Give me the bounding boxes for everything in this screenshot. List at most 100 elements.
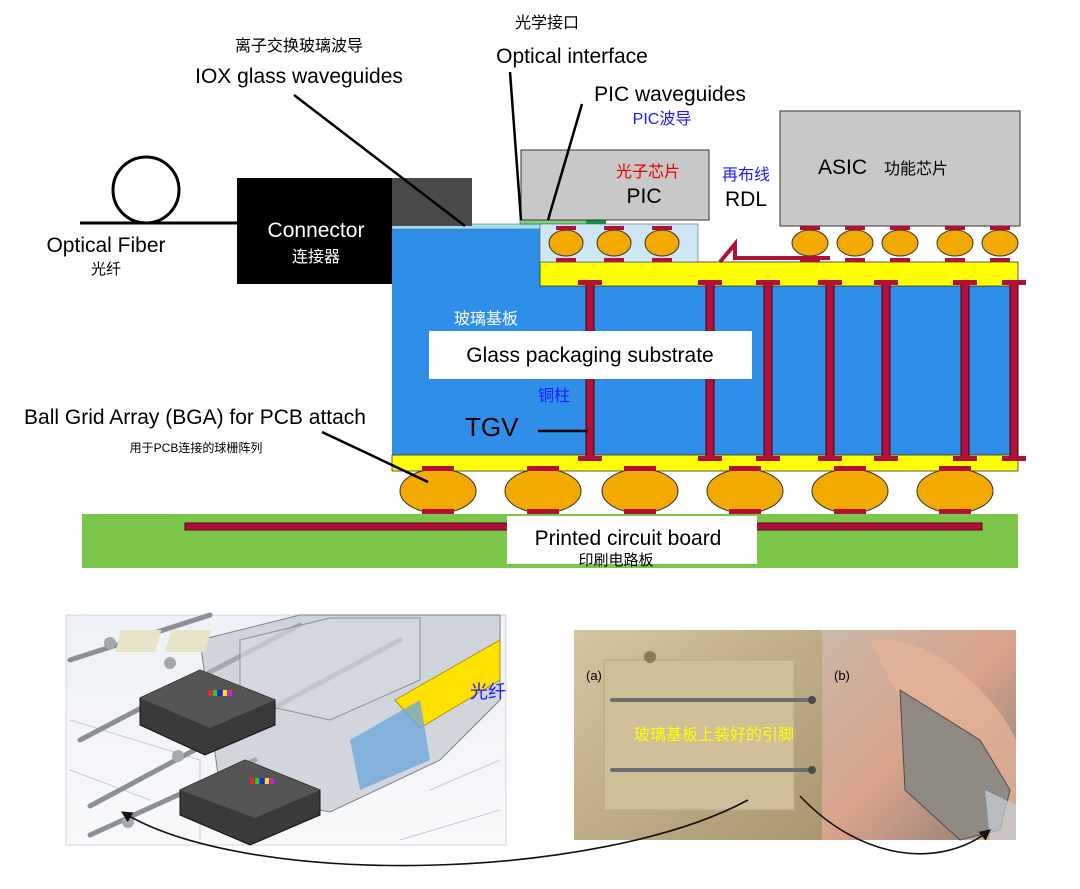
via-bottom-pad [953, 456, 977, 461]
asic-bump [881, 229, 919, 257]
via-top-pad [1002, 280, 1026, 285]
asic-label-zh: 功能芯片 [884, 160, 948, 178]
pic-bump-pad [556, 258, 576, 262]
via-bottom-pad [818, 456, 842, 461]
pic-bump [548, 229, 584, 257]
pic-bump-pad [604, 258, 624, 262]
fiber-label-zh: 光纤 [91, 261, 121, 278]
asic-bump-pad [845, 226, 865, 230]
asic-bump [836, 229, 874, 257]
bga-pad [422, 509, 454, 514]
arrow-to-cad [121, 799, 749, 867]
optical-interface-leader [508, 71, 523, 221]
tgv-via [960, 281, 970, 461]
via-bottom-pad [698, 456, 722, 461]
bga-ball [706, 468, 784, 514]
fiber-label-en: Optical Fiber [46, 234, 165, 257]
pic-bump-pad [652, 258, 672, 262]
bga-pad [624, 466, 656, 471]
bga-pad [624, 509, 656, 514]
via-top-pad [874, 280, 898, 285]
bga-pad [729, 466, 761, 471]
pic-bump-pad [556, 226, 576, 230]
via-top-pad [578, 280, 602, 285]
via-bottom-pad [1002, 456, 1026, 461]
asic-bump [936, 229, 974, 257]
pic-chip [520, 149, 710, 221]
via-bottom-pad [578, 456, 602, 461]
asic-bump-pad [800, 226, 820, 230]
panel-a-label: (a) [586, 668, 602, 683]
bump-group [399, 226, 1019, 514]
bga-pad [939, 509, 971, 514]
asic-chip [779, 110, 1021, 227]
pcb-label-zh: 印刷电路板 [578, 551, 653, 569]
bga-label-en: Ball Grid Array (BGA) for PCB attach [24, 406, 366, 429]
pic-bump-pad [604, 226, 624, 230]
photo-caption: 玻璃基板上装好的引脚 [634, 726, 794, 744]
pic-label-zh: 光子芯片 [616, 163, 680, 181]
bga-pad [527, 509, 559, 514]
tgv-via [763, 281, 773, 461]
via-top-pad [953, 280, 977, 285]
pic-label-en: PIC [626, 185, 661, 208]
iox-label-en: IOX glass waveguides [195, 65, 403, 88]
bga-ball [399, 468, 477, 514]
bga-pad [527, 466, 559, 471]
photo-panel-a: (a) 玻璃基板上装好的引脚 [574, 630, 822, 840]
cad-fiber-label: 光纤 [470, 682, 506, 702]
bga-pad [422, 466, 454, 471]
tgv-label: TGV [465, 412, 519, 442]
glass-substrate-label-box [429, 331, 752, 379]
bga-ball [811, 468, 889, 514]
bga-pad [834, 509, 866, 514]
via-bottom-pad [874, 456, 898, 461]
pcb-label-en: Printed circuit board [535, 527, 722, 550]
optical-interface-zh: 光学接口 [515, 14, 579, 32]
asic-bump-pad [890, 226, 910, 230]
asic-bump [981, 229, 1019, 257]
bga-leader [321, 430, 429, 484]
pic-waveguides-zh: PIC波导 [633, 110, 692, 128]
pic-bump [596, 229, 632, 257]
asic-bump [791, 229, 829, 257]
fiber-loop [111, 155, 181, 225]
cad-render: 光纤 [65, 612, 507, 846]
optical-interface-en: Optical interface [496, 45, 648, 68]
pic-bump [644, 229, 680, 257]
pcb-label-box [507, 516, 757, 564]
glass-substrate-en: Glass packaging substrate [466, 344, 713, 367]
iox-leader [293, 94, 466, 227]
pic-waveguides-leader [546, 103, 584, 221]
panel-b-label: (b) [834, 668, 850, 683]
tgv-via [825, 281, 835, 461]
via-bottom-pad [756, 456, 780, 461]
arrow-to-photo-b [799, 795, 991, 855]
asic-bump-pad [945, 226, 965, 230]
connector-label-zh: 连接器 [292, 248, 340, 266]
asic-bump-pad [945, 258, 965, 262]
bga-ball [916, 468, 994, 514]
bga-ball [504, 468, 582, 514]
rdl-trace [718, 238, 830, 264]
connector-label-en: Connector [268, 219, 365, 242]
via-top-pad [756, 280, 780, 285]
rdl-label-en: RDL [725, 188, 767, 211]
connector-body [237, 178, 392, 284]
asic-bump-pad [990, 258, 1010, 262]
bga-label-zh: 用于PCB连接的球栅阵列 [130, 440, 263, 455]
bga-pad [729, 509, 761, 514]
copper-pillar-zh: 铜柱 [538, 387, 570, 405]
pic-bump-pad [652, 226, 672, 230]
bga-pad [834, 466, 866, 471]
asic-bump-pad [890, 258, 910, 262]
asic-bump-pad [845, 258, 865, 262]
asic-bump-pad [990, 226, 1010, 230]
via-top-pad [818, 280, 842, 285]
iox-label-zh: 离子交换玻璃波导 [235, 37, 363, 55]
glass-substrate-zh: 玻璃基板 [454, 310, 518, 328]
tgv-via [881, 281, 891, 461]
asic-label-en: ASIC [818, 156, 867, 179]
